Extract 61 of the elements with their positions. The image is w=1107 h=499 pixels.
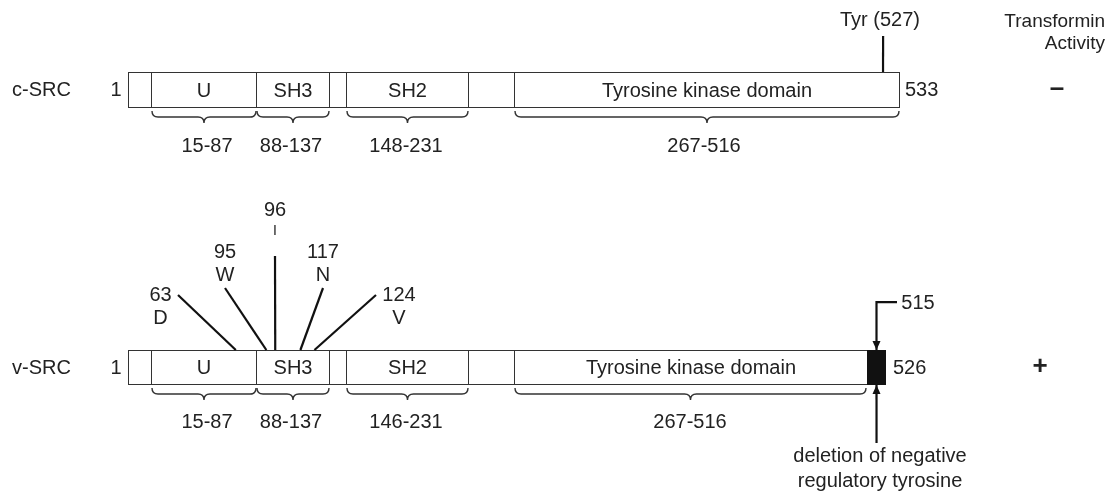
leader-line [273, 256, 277, 350]
residue-number: 124 [381, 283, 417, 306]
domain-name: SH2 [388, 78, 427, 102]
domain-name: U [196, 78, 212, 102]
protein-segment [128, 350, 152, 385]
activity-sign: – [1048, 76, 1066, 98]
residue-number: 533 [905, 78, 940, 100]
domain-name: SH2 [388, 356, 427, 379]
domain-name: U [196, 356, 212, 379]
domain-name: SH3 [273, 78, 313, 102]
protein-segment [329, 72, 347, 108]
domain-box [346, 350, 469, 385]
residue-number: 515 [900, 291, 936, 314]
domain-name: Tyrosine kinase domain [601, 78, 813, 102]
protein-segment [329, 350, 347, 385]
domain-box [151, 350, 257, 385]
leader-line [224, 287, 268, 351]
leader-line [881, 36, 885, 72]
domain-box [514, 350, 868, 385]
residue-range: 148-231 [368, 134, 444, 156]
leader-line [313, 294, 377, 351]
protein-name: v-SRC [12, 356, 72, 378]
domain-name: Tyrosine kinase domain [585, 356, 797, 379]
residue-number: 96 [262, 198, 288, 221]
domain-box [514, 72, 900, 108]
domain-box [151, 72, 257, 108]
activity-sign: + [1031, 354, 1049, 376]
protein-segment [468, 72, 515, 108]
arrow [872, 300, 897, 350]
column-heading: Transformin Activity [1003, 10, 1105, 54]
residue-range: 15-87 [180, 134, 234, 156]
residue-number: 526 [893, 356, 928, 378]
annotation-text: deletion of negative regulatory tyrosine [792, 443, 968, 493]
residue-number: 95 [212, 240, 238, 263]
residue-number: 63 [148, 283, 173, 306]
domain-name: SH3 [273, 356, 313, 379]
residue-label: Tyr (527) [839, 8, 921, 31]
protein-segment [128, 72, 152, 108]
domain-box [346, 72, 469, 108]
residue-range: 267-516 [652, 410, 728, 432]
residue-range: 146-231 [368, 410, 444, 432]
protein-name: c-SRC [12, 78, 72, 100]
domain-box [256, 350, 330, 385]
amino-acid-letter: N [314, 263, 332, 286]
amino-acid-letter: D [152, 306, 169, 329]
leader-line [299, 287, 325, 351]
residue-number: 1 [109, 78, 123, 100]
residue-number: 117 [306, 240, 340, 263]
residue-range: 267-516 [666, 134, 742, 156]
amino-acid-letter: W [214, 263, 236, 286]
residue-range: 88-137 [258, 134, 324, 156]
residue-range: 15-87 [180, 410, 234, 432]
deleted-region-bar [867, 350, 886, 385]
protein-segment [468, 350, 515, 385]
arrow [872, 385, 881, 443]
residue-number: 1 [109, 356, 123, 378]
residue-range: 88-137 [258, 410, 324, 432]
domain-box [256, 72, 330, 108]
amino-acid-letter: I [272, 221, 278, 239]
amino-acid-letter: V [391, 306, 407, 329]
leader-line [177, 294, 237, 351]
